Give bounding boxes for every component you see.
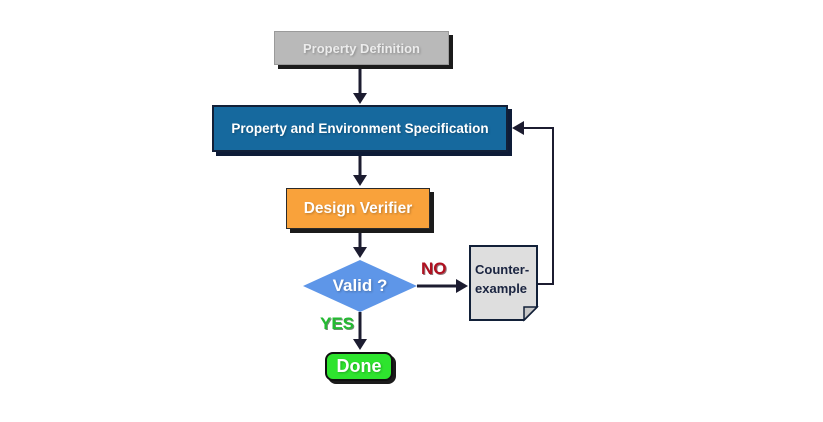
arrowhead-down-icon <box>353 175 367 186</box>
node-counter-example-label: Counter-example <box>475 260 529 298</box>
arrow-property-definition-to-spec <box>353 66 367 104</box>
arrow-design-verifier-to-valid <box>353 231 367 258</box>
node-design-verifier-label: Design Verifier <box>303 199 413 217</box>
edge-label-no: NO <box>421 259 447 278</box>
node-valid-label: Valid ? <box>332 276 388 295</box>
arrowhead-right-icon <box>456 279 468 293</box>
arrow-valid-to-done <box>353 312 367 350</box>
node-counter-example: Counter-example <box>470 246 537 320</box>
feedback-line <box>524 127 554 285</box>
arrow-counter-example-to-spec <box>512 121 554 285</box>
counter-example-line2: example <box>475 281 528 296</box>
arrow-spec-to-design-verifier <box>353 156 367 186</box>
node-design-verifier: Design Verifier <box>286 188 430 229</box>
counter-example-document-shape <box>469 245 539 322</box>
arrowhead-down-icon <box>353 93 367 104</box>
arrowhead-down-icon <box>353 247 367 258</box>
arrowhead-down-icon <box>353 339 367 350</box>
arrow-valid-to-counter-example <box>417 279 468 293</box>
node-done: Done <box>325 352 393 381</box>
counter-example-line1: Counter- <box>475 262 530 277</box>
node-property-and-environment-specification: Property and Environment Specification <box>212 105 508 152</box>
node-property-definition-label: Property Definition <box>302 40 420 56</box>
node-property-definition: Property Definition <box>274 31 449 65</box>
node-spec-label: Property and Environment Specification <box>231 121 489 136</box>
document-fold-corner-icon <box>523 306 539 322</box>
edge-label-yes: YES <box>320 314 355 333</box>
node-done-label: Done <box>336 356 382 376</box>
arrowhead-left-icon <box>512 121 524 135</box>
